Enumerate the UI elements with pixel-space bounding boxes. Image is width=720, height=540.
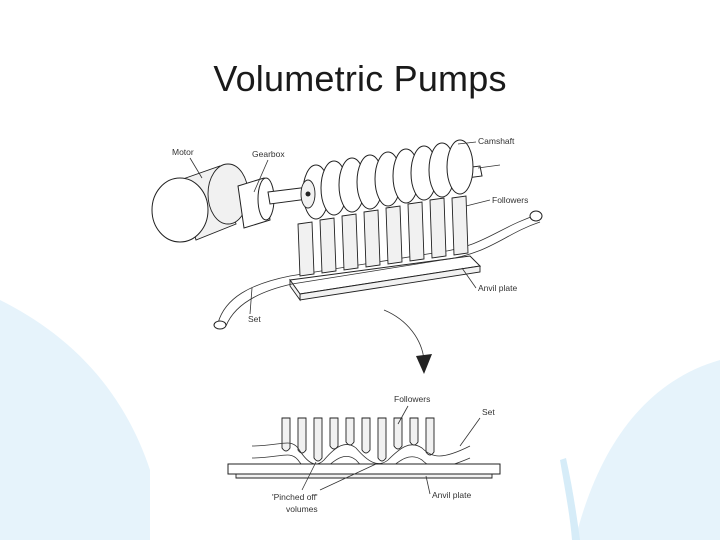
peristaltic-pump-diagram: Motor Gearbox Camshaft Followers Anvil p…: [151, 136, 543, 514]
right-swoosh: [575, 360, 720, 540]
label-anvil-plate: Anvil plate: [478, 283, 517, 293]
label-detail-followers: Followers: [394, 394, 430, 404]
pump-assembly: [151, 139, 543, 330]
right-swoosh-stroke: [560, 458, 580, 540]
followers: [297, 195, 469, 277]
detail-tube: [251, 442, 471, 465]
slide-title: Volumetric Pumps: [213, 58, 507, 99]
tube-end-right: [529, 210, 543, 222]
detail-followers: [281, 417, 435, 462]
label-motor: Motor: [172, 147, 194, 157]
label-camshaft: Camshaft: [478, 136, 515, 146]
transition-arrow: [383, 309, 432, 374]
pinch-detail: [227, 417, 501, 479]
left-swoosh: [0, 300, 150, 540]
label-pinched-off-line1: 'Pinched off': [272, 492, 318, 502]
tube-end-left: [213, 320, 227, 330]
label-pinched-off-line2: volumes: [286, 504, 318, 514]
label-followers: Followers: [492, 195, 528, 205]
detail-anvil-plate: [227, 463, 501, 475]
label-set: Set: [248, 314, 261, 324]
label-detail-set: Set: [482, 407, 495, 417]
label-gearbox: Gearbox: [252, 149, 285, 159]
label-detail-anvil-plate: Anvil plate: [432, 490, 471, 500]
gearbox: [237, 177, 275, 229]
camshaft: [300, 139, 474, 220]
motor: [151, 163, 249, 243]
